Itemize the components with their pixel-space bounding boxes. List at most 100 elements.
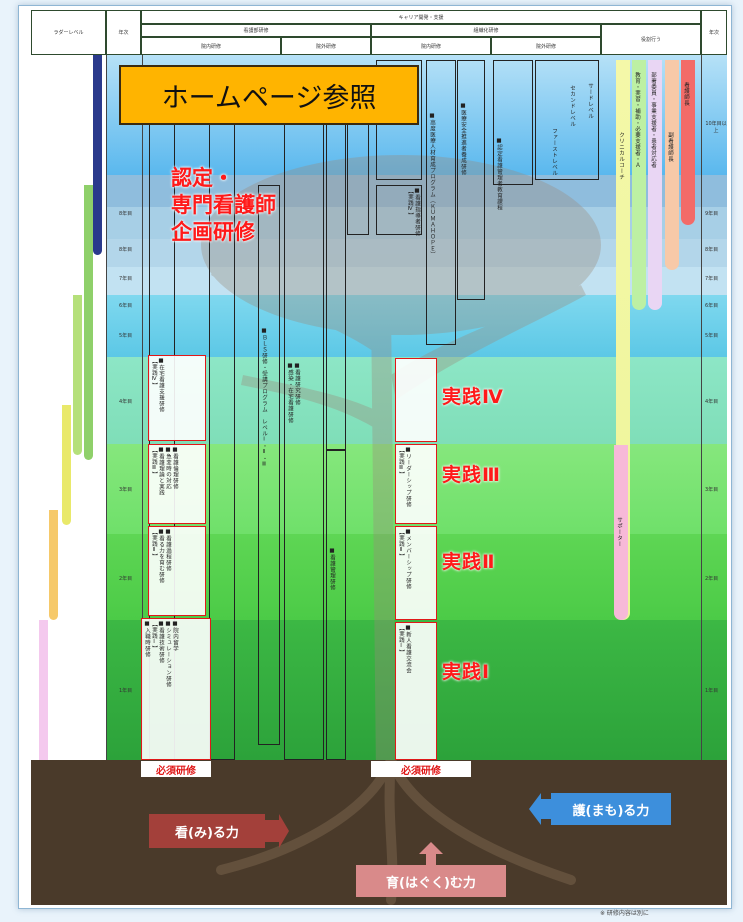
- header-years-left: 年次: [106, 10, 141, 55]
- year-right-8: 8年目: [705, 247, 719, 253]
- course-column-bls: ■ＢＬＳ研修・受講プログラム レベルⅠ・Ⅱ・Ⅲ: [258, 185, 280, 745]
- course-ethics: ■看護倫理研修 ■急変時の対応 ■看護理論と実践 【実践Ⅲ】: [151, 447, 178, 496]
- homepage-banner: ホームページ参照: [119, 65, 419, 125]
- ladder-bar-pink: [39, 620, 48, 760]
- year-right-7: 7年目: [705, 276, 719, 282]
- certified-line-2: 専門看護師: [171, 193, 276, 217]
- role-head-nurse: 看護師長: [683, 82, 689, 106]
- course-new-staff: ■新人看護交流会 【実践Ⅰ】: [398, 625, 411, 674]
- role-clinical-coach: クリニカルコーチ: [618, 132, 624, 180]
- ladder-bar-lightgreen: [73, 295, 82, 455]
- course-nursing-process: ■看護過程研修 ■看る力を育む研修 【実践Ⅱ】: [151, 529, 171, 584]
- level-third: サードレベル: [587, 83, 593, 119]
- tree-illustration: [201, 155, 601, 895]
- header-internal-2: 院内研修: [371, 37, 491, 55]
- course-column-mgmt: ■看護管理研修: [326, 450, 346, 760]
- year-right-6: 6年目: [705, 303, 719, 309]
- year-left-3: 3年目: [119, 487, 133, 493]
- role-vice-head: 副看護師長: [667, 132, 673, 162]
- course-kumahope: ■高度医療人材育成プログラム（ＫＵＭＡＨＯＰＥ）: [429, 113, 435, 258]
- course-column-4: [326, 105, 346, 450]
- header-roles: 役割行う: [601, 24, 701, 55]
- org-column-2: ■看護指導者研修 【実践Ⅳ】: [376, 185, 422, 237]
- header-years-right: 年次: [701, 10, 727, 55]
- ladder-bar-navy: [93, 55, 102, 255]
- left-box-jissen2: ■看護過程研修 ■看る力を育む研修 【実践Ⅱ】: [148, 526, 206, 616]
- org-column-cnm: ■認定看護管理者教育課程: [493, 60, 533, 211]
- year-right-4: 4年目: [705, 399, 719, 405]
- required-training-left: 必須研修: [141, 761, 211, 777]
- band-6: [31, 267, 727, 295]
- year-right-3: 3年目: [705, 487, 719, 493]
- certified-line-1: 認定・: [171, 166, 234, 190]
- band-2: [31, 534, 727, 620]
- header-external-2: 院外研修: [491, 37, 601, 55]
- certified-line-3: 企画研修: [171, 220, 255, 244]
- role-supporter: サポーター: [616, 517, 622, 547]
- left-box-jissen4: ■在宅看護支援研修 【実践Ⅳ】: [148, 355, 206, 441]
- jissen-3-label: 実践Ⅲ: [442, 464, 501, 486]
- jissen-4-label: 実践Ⅳ: [442, 386, 504, 408]
- year-left-5: 5年目: [119, 333, 133, 339]
- role-bar-education: 教育・実習・補助・必要支援者・Ａ: [632, 60, 646, 310]
- course-bls: ■ＢＬＳ研修・受講プログラム レベルⅠ・Ⅱ・Ⅲ: [261, 328, 267, 468]
- course-column-3: ■看護研究研修 ■感染・在宅看護研修: [284, 105, 324, 760]
- role-bar-head: 看護師長: [681, 60, 695, 225]
- course-leader-guide: ■看護指導者研修 【実践Ⅳ】: [407, 188, 420, 237]
- footnote: ※ 研修内容は別に: [600, 910, 649, 917]
- year-left-2: 2年目: [119, 576, 133, 582]
- left-box-jissen1: ■院内留学 ■シミュレーション研修 ■看護技術研修 【実践Ⅰ】 ■入職時研修: [141, 618, 211, 760]
- header-org-training: 組織化研修: [371, 24, 601, 37]
- power-hagukumu: 育(はぐく)む力: [356, 865, 506, 897]
- right-box-jissen2: ■メンバーシップ研修 【実践Ⅱ】: [395, 526, 437, 620]
- header-ladder-level: ラダーレベル: [31, 10, 106, 55]
- jissen-2-label: 実践Ⅱ: [442, 551, 496, 573]
- year-right-2: 2年目: [705, 576, 719, 582]
- course-research: ■看護研究研修 ■感染・在宅看護研修: [287, 363, 300, 424]
- ladder-bar-yellow: [62, 405, 71, 525]
- year-right-9: 9年目: [705, 211, 719, 217]
- arrow-up-icon: [419, 842, 443, 866]
- year-right-1: 1年目: [705, 688, 719, 694]
- course-membership: ■メンバーシップ研修 【実践Ⅱ】: [398, 529, 411, 590]
- arrow-left-icon: [529, 793, 553, 825]
- band-8: [31, 207, 727, 239]
- course-cnm: ■認定看護管理者教育課程: [496, 138, 502, 211]
- year-left-6: 6年目: [119, 303, 133, 309]
- role-bar-supporter: サポーター: [614, 445, 628, 620]
- org-column-kumahope: ■高度医療人材育成プログラム（ＫＵＭＡＨＯＰＥ）: [426, 60, 456, 345]
- ladder-bar-orange: [49, 510, 58, 620]
- arrow-right-icon: [265, 814, 289, 848]
- level-first: ファーストレベル: [551, 128, 557, 176]
- role-education: 教育・実習・補助・必要支援者・Ａ: [634, 72, 640, 168]
- ladder-bar-green: [84, 185, 93, 460]
- band-5: [31, 295, 727, 357]
- band-7: [31, 239, 727, 267]
- org-column-levels: サードレベル セカンドレベル ファーストレベル: [535, 60, 599, 180]
- right-box-jissen1: ■新人看護交流会 【実践Ⅰ】: [395, 622, 437, 760]
- year-left-4: 4年目: [119, 399, 133, 405]
- training-chart: ラダーレベル 年次 キャリア開発・支援 看護部研修 組織化研修 役割行う 院内研…: [31, 10, 727, 905]
- right-box-jissen3: ■リーダーシップ研修 【実践Ⅲ】: [395, 444, 437, 524]
- header-career-dev: キャリア開発・支援: [141, 10, 701, 24]
- year-left-9: 8年目: [119, 211, 133, 217]
- header-nursing-dept: 看護部研修: [141, 24, 371, 37]
- band-9: [31, 175, 727, 207]
- jissen-1-label: 実践Ⅰ: [442, 661, 491, 683]
- year-left-1: 1年目: [119, 688, 133, 694]
- year-left-7: 7年目: [119, 276, 133, 282]
- certified-training-text: 認定・ 専門看護師 企画研修: [171, 165, 276, 246]
- level-second: セカンドレベル: [569, 85, 575, 127]
- power-miru: 看(み)る力: [149, 814, 265, 848]
- course-safety: ■医療安全推進者養成研修: [460, 103, 466, 176]
- band-3: [31, 444, 727, 534]
- year-right-10: 10年目以上: [705, 121, 727, 134]
- required-training-right: 必須研修: [371, 761, 471, 777]
- role-bar-vice: 副看護師長: [665, 60, 679, 270]
- course-leadership: ■リーダーシップ研修 【実践Ⅲ】: [398, 447, 411, 508]
- org-column-safety: ■医療安全推進者養成研修: [457, 60, 485, 300]
- header-external-1: 院外研修: [281, 37, 371, 55]
- course-management: ■看護管理研修: [329, 548, 335, 591]
- role-committee: 部署委員・事業支援者・患者対応者: [650, 72, 656, 168]
- year-left-8: 8年目: [119, 247, 133, 253]
